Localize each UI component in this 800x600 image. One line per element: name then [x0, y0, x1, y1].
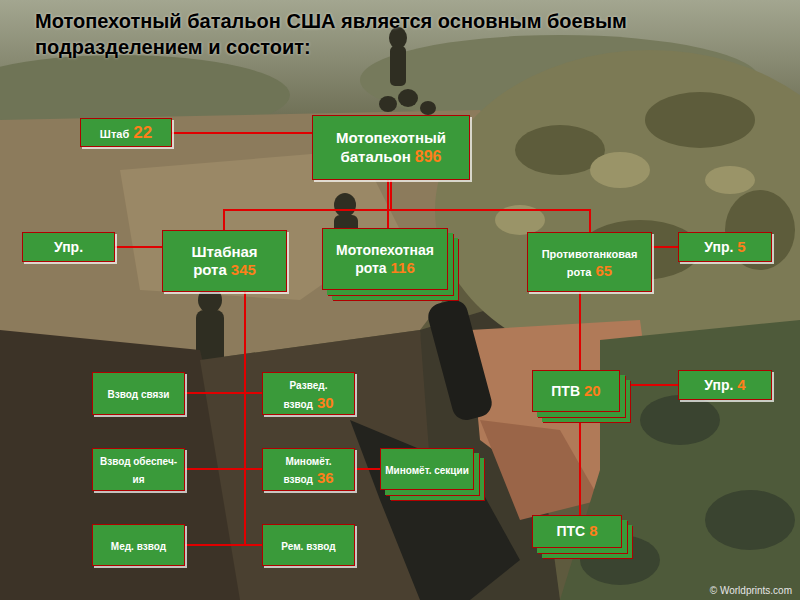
- connector-line: [245, 292, 262, 469]
- box-content: Штаб 22: [100, 123, 152, 143]
- unit-name: Рем. взвод: [281, 541, 335, 552]
- org-box: Рем. взвод: [262, 524, 355, 566]
- strength-number: 896: [415, 148, 442, 165]
- box-content: Упр.4: [704, 376, 745, 394]
- box-content: Мотопехотный батальон896: [317, 129, 465, 166]
- connector-line: [245, 292, 262, 545]
- strength-number: 65: [595, 262, 612, 279]
- strength-number: 30: [317, 394, 334, 411]
- strength-number: 4: [737, 376, 745, 393]
- unit-name: Взвод связи: [108, 389, 170, 400]
- org-box: Миномёт. секции: [380, 448, 474, 490]
- connector-line: [185, 292, 245, 545]
- box-content: ПТВ20: [551, 382, 600, 400]
- org-box: Взвод связи: [92, 372, 185, 415]
- unit-name: Взвод обеспеч-ия: [100, 456, 177, 485]
- connector-line: [245, 292, 262, 393]
- connector-line: [185, 292, 245, 469]
- box-content: Рем. взвод: [281, 536, 335, 554]
- box-content: Развед. взвод30: [267, 375, 350, 412]
- unit-name: Упр.: [704, 377, 733, 393]
- unit-name: Упр.: [704, 239, 733, 255]
- strength-number: 22: [133, 123, 152, 142]
- org-box: Мотопехотный батальон896: [312, 115, 470, 180]
- org-box: Штаб 22: [80, 118, 172, 147]
- unit-name: ПТС: [556, 523, 585, 539]
- box-content: Мотопехотная рота116: [327, 241, 443, 278]
- org-box: Упр.4: [678, 370, 772, 400]
- connector-line: [172, 132, 312, 134]
- connector-line: [115, 246, 162, 248]
- org-box: Мотопехотная рота116: [322, 228, 448, 290]
- slide-title: Мотопехотный батальон США является основ…: [35, 8, 775, 60]
- box-content: Упр.: [54, 238, 83, 256]
- unit-name: Мед. взвод: [111, 541, 166, 552]
- connector-line: [579, 412, 581, 515]
- org-box: Мед. взвод: [92, 524, 185, 566]
- unit-name: Упр.: [54, 239, 83, 255]
- unit-name: Мотопехотная рота: [336, 242, 434, 276]
- connector-line: [224, 180, 391, 230]
- box-content: Взвод обеспеч-ия: [97, 451, 180, 488]
- unit-name: Штаб: [100, 128, 129, 140]
- org-box: Штабная рота345: [162, 230, 287, 292]
- strength-number: 345: [231, 261, 256, 278]
- connector-line: [355, 468, 380, 470]
- box-content: Миномёт. секции: [385, 460, 469, 478]
- strength-number: 8: [589, 522, 597, 539]
- box-content: Противотанковая рота65: [532, 244, 647, 281]
- connector-line: [185, 292, 245, 393]
- org-box: Взвод обеспеч-ия: [92, 448, 185, 491]
- org-box: Упр.5: [678, 232, 772, 262]
- box-content: Миномёт. взвод36: [267, 451, 350, 488]
- org-box: Развед. взвод30: [262, 372, 355, 415]
- connector-line: [579, 292, 581, 370]
- unit-name: Противотанковая рота: [542, 248, 638, 278]
- box-content: Мед. взвод: [111, 536, 166, 554]
- org-box: Миномёт. взвод36: [262, 448, 355, 491]
- unit-name: Миномёт. секции: [385, 465, 469, 476]
- org-box: Противотанковая рота65: [527, 232, 652, 292]
- connector-line: [652, 246, 678, 248]
- box-content: ПТС8: [556, 522, 597, 540]
- strength-number: 20: [584, 382, 601, 399]
- box-content: Упр.5: [704, 238, 745, 256]
- connector-line: [387, 180, 389, 228]
- box-content: Штабная рота345: [167, 243, 282, 280]
- box-content: Взвод связи: [108, 384, 170, 402]
- watermark: © Worldprints.com: [710, 585, 792, 596]
- org-box: Упр.: [22, 232, 115, 262]
- org-box: ПТС8: [532, 515, 622, 548]
- connector-line: [391, 180, 590, 232]
- strength-number: 36: [317, 469, 334, 486]
- org-box: ПТВ20: [532, 370, 620, 412]
- strength-number: 5: [737, 238, 745, 255]
- connector-line: [620, 384, 678, 386]
- strength-number: 116: [391, 259, 415, 276]
- unit-name: ПТВ: [551, 383, 580, 399]
